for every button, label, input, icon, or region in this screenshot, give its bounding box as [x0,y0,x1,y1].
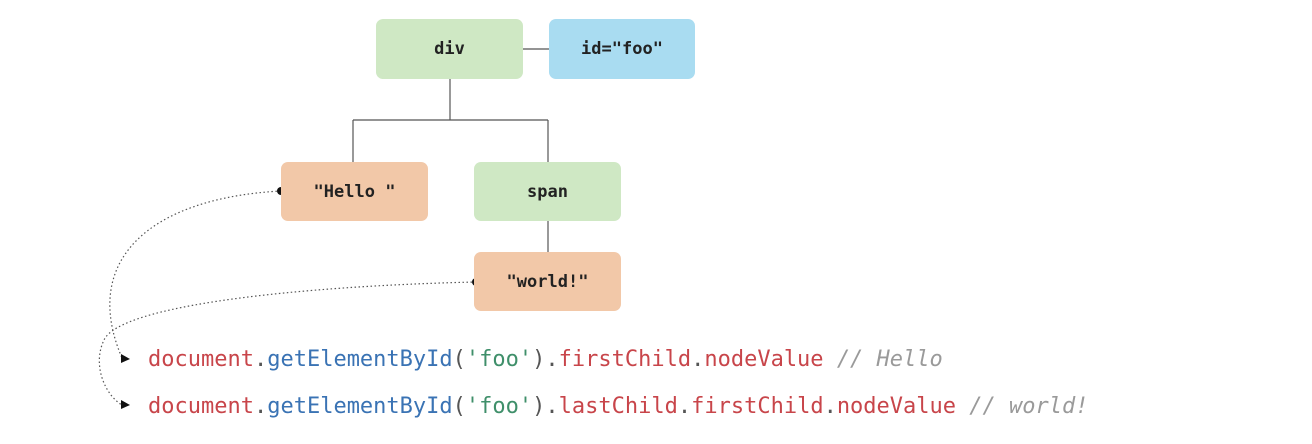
code-property: nodeValue [836,394,957,419]
world-node-label: "world!" [506,271,589,292]
code-string-arg: 'foo' [465,394,533,419]
code-dot: . [823,394,837,419]
code-paren-open: ( [452,347,466,372]
hello-reference-curve [109,190,282,359]
arrowhead-line2 [121,400,130,409]
code-line-1: document.getElementById('foo').firstChil… [148,349,943,371]
code-dot: . [253,347,268,372]
code-dot: . [545,347,559,372]
code-document: document [148,394,254,419]
span-node-label: span [527,181,568,202]
world-text-node: "world!" [474,252,621,311]
code-property: firstChild [558,347,692,372]
code-method: getElementById [267,394,453,419]
code-comment: // Hello [836,347,943,372]
div-node-label: div [434,39,465,59]
id-attribute-node: id="foo" [549,19,695,79]
div-element-node: div [376,19,523,79]
code-string-arg: 'foo' [465,347,533,372]
code-property: firstChild [691,394,824,419]
span-element-node: span [474,162,621,221]
hello-text-node: "Hello " [281,162,428,221]
world-reference-curve [98,281,477,406]
code-document: document [148,347,254,372]
code-comment: // world! [969,394,1089,419]
code-dot: . [253,394,268,419]
code-line-2: document.getElementById('foo').lastChild… [148,396,1089,418]
code-paren-close: ) [532,394,546,419]
arrowhead-line1 [121,354,130,363]
code-dot: . [677,394,692,419]
code-method: getElementById [267,347,453,372]
hello-node-label: "Hello " [313,181,396,202]
code-dot: . [691,347,705,372]
code-property: lastChild [558,394,678,419]
attr-node-label: id="foo" [581,39,663,59]
code-dot: . [545,394,559,419]
code-paren-open: ( [452,394,466,419]
code-property: nodeValue [704,347,824,372]
code-paren-close: ) [532,347,546,372]
